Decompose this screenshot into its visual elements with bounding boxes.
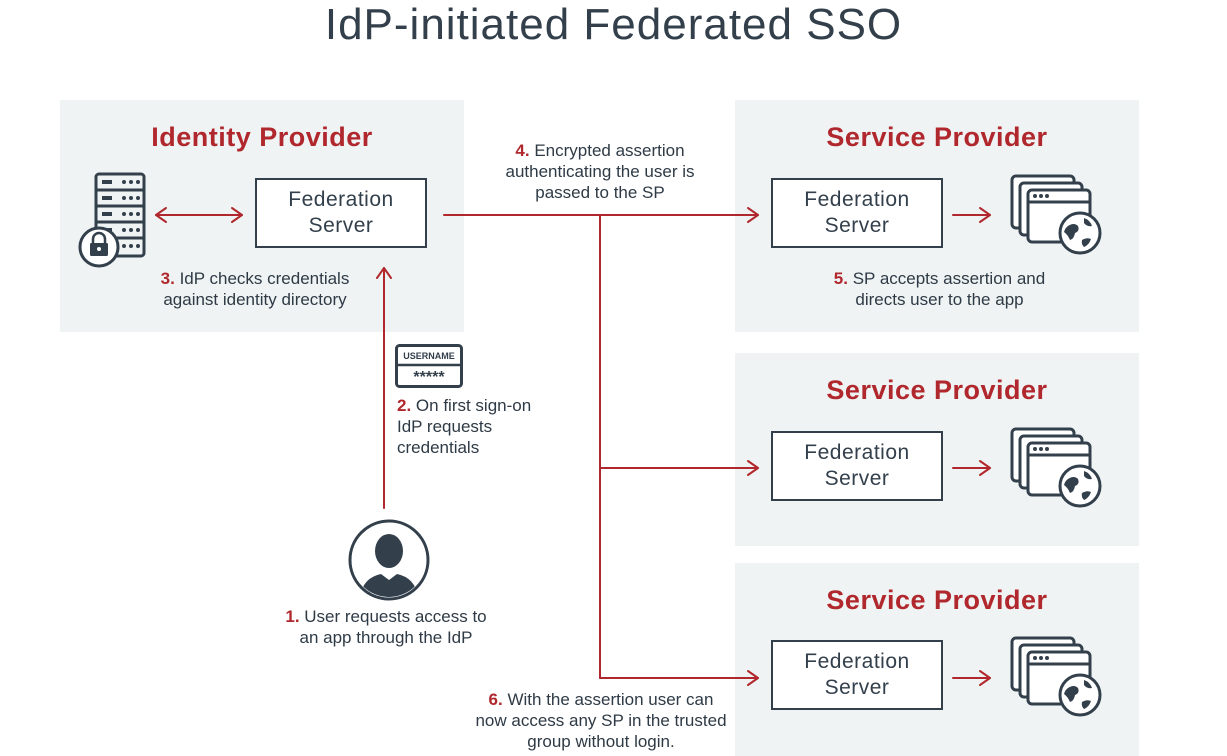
sp-2-title: Service Provider: [826, 375, 1048, 405]
step-5-note: 5. SP accepts assertion and directs user…: [812, 268, 1067, 310]
app-windows-globe-icon: [1010, 427, 1102, 508]
step-4-text: Encrypted assertion authenticating the u…: [505, 141, 695, 202]
sp-1-server-label: Federation Server: [804, 188, 910, 237]
app-windows-globe-icon: [1010, 636, 1102, 717]
server-lock-icon: [78, 172, 146, 268]
sp-3-title: Service Provider: [826, 585, 1048, 615]
step-3-note: 3. IdP checks credentials against identi…: [140, 268, 370, 310]
credentials-username: USERNAME: [403, 351, 455, 361]
page-title: IdP-initiated Federated SSO: [324, 0, 903, 49]
step-4-note: 4. Encrypted assertion authenticating th…: [495, 140, 705, 203]
sp-3-federation-server: Federation Server: [771, 640, 943, 710]
step-5-number: 5.: [833, 269, 848, 288]
sp-1-title: Service Provider: [826, 122, 1048, 152]
idp-title: Identity Provider: [151, 122, 373, 152]
credentials-password: *****: [413, 369, 445, 386]
sp-2-federation-server: Federation Server: [771, 431, 943, 501]
step-1-text: User requests access to an app through t…: [299, 607, 487, 647]
step-2-text: On first sign-on IdP requests credential…: [397, 396, 532, 457]
sp-2-server-label: Federation Server: [804, 441, 910, 490]
step-1-number: 1.: [285, 607, 300, 626]
sp-1-federation-server: Federation Server: [771, 178, 943, 248]
idp-server-label: Federation Server: [288, 188, 394, 237]
step-3-text: IdP checks credentials against identity …: [163, 269, 350, 309]
step-3-number: 3.: [160, 269, 175, 288]
idp-federation-server: Federation Server: [255, 178, 427, 248]
step-2-number: 2.: [397, 396, 412, 415]
user-avatar-icon: [348, 519, 430, 601]
step-6-text: With the assertion user can now access a…: [475, 690, 727, 751]
step-1-note: 1. User requests access to an app throug…: [278, 606, 494, 648]
app-windows-globe-icon: [1010, 174, 1102, 255]
sp-3-server-label: Federation Server: [804, 650, 910, 699]
step-2-note: 2. On first sign-on IdP requests credent…: [397, 395, 557, 458]
step-6-number: 6.: [488, 690, 503, 709]
step-4-number: 4.: [515, 141, 530, 160]
step-5-text: SP accepts assertion and directs user to…: [852, 269, 1046, 309]
step-6-note: 6. With the assertion user can now acces…: [472, 689, 730, 752]
credentials-card-icon: USERNAME *****: [395, 344, 463, 388]
